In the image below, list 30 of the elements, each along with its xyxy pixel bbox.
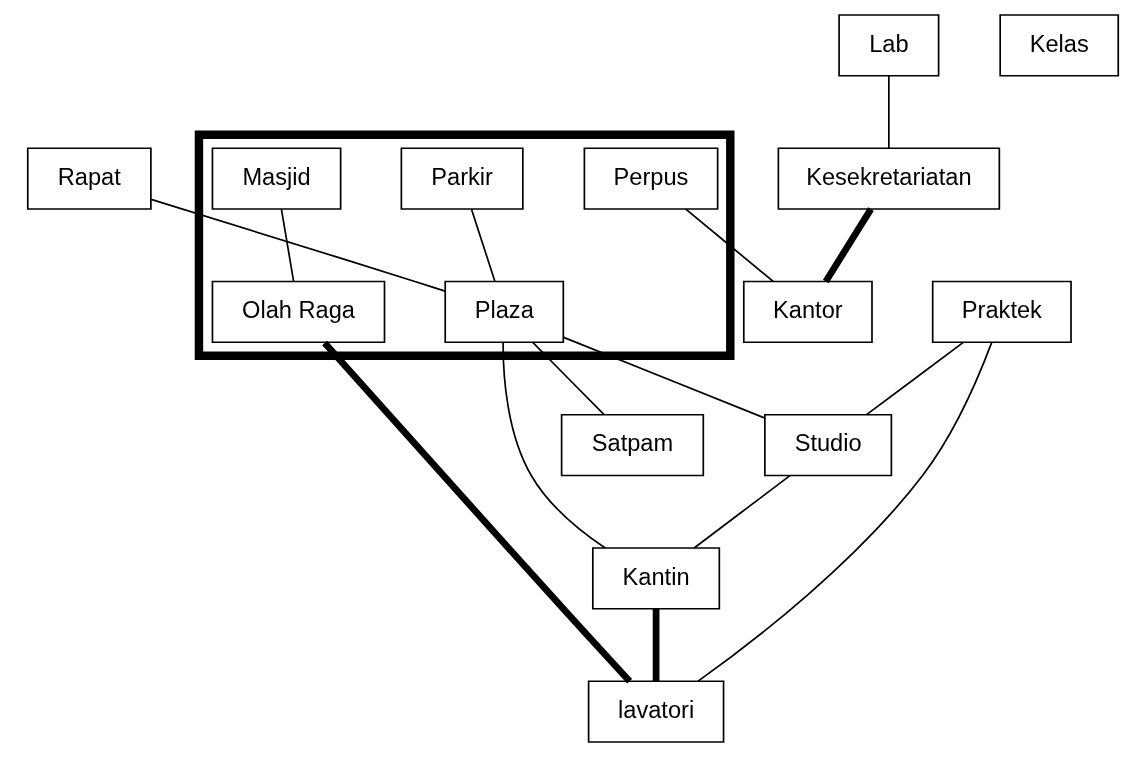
node-box: Rapat [26,147,152,210]
connector [888,75,890,150]
connector [697,341,993,683]
connector [280,208,295,283]
connector [531,341,605,416]
connector [562,336,766,419]
connector [470,208,496,283]
node-box: Lab [838,14,940,77]
cluster [194,130,735,360]
node-box: Perpus [583,147,719,210]
node-box: Studio [764,413,893,477]
connector [693,474,791,549]
node-box: lavatori [587,680,725,743]
node-box: Masjid [211,147,342,210]
node-box: Parkir [400,147,524,210]
node-box: Plaza [444,280,565,344]
connector [822,207,874,284]
connector [502,341,607,549]
connector [150,198,446,292]
connector [865,341,965,416]
node-box: Satpam [560,413,705,477]
node-box: Kantor [742,280,873,344]
node-box: Kantin [591,547,721,610]
connector [322,340,633,684]
node-box: Praktek [931,280,1072,344]
node-box: Kelas [999,14,1120,77]
connector [685,208,774,283]
connector [652,608,660,682]
node-box: Olah Raga [211,280,386,344]
node-box: Kesekretariatan [777,147,1001,210]
